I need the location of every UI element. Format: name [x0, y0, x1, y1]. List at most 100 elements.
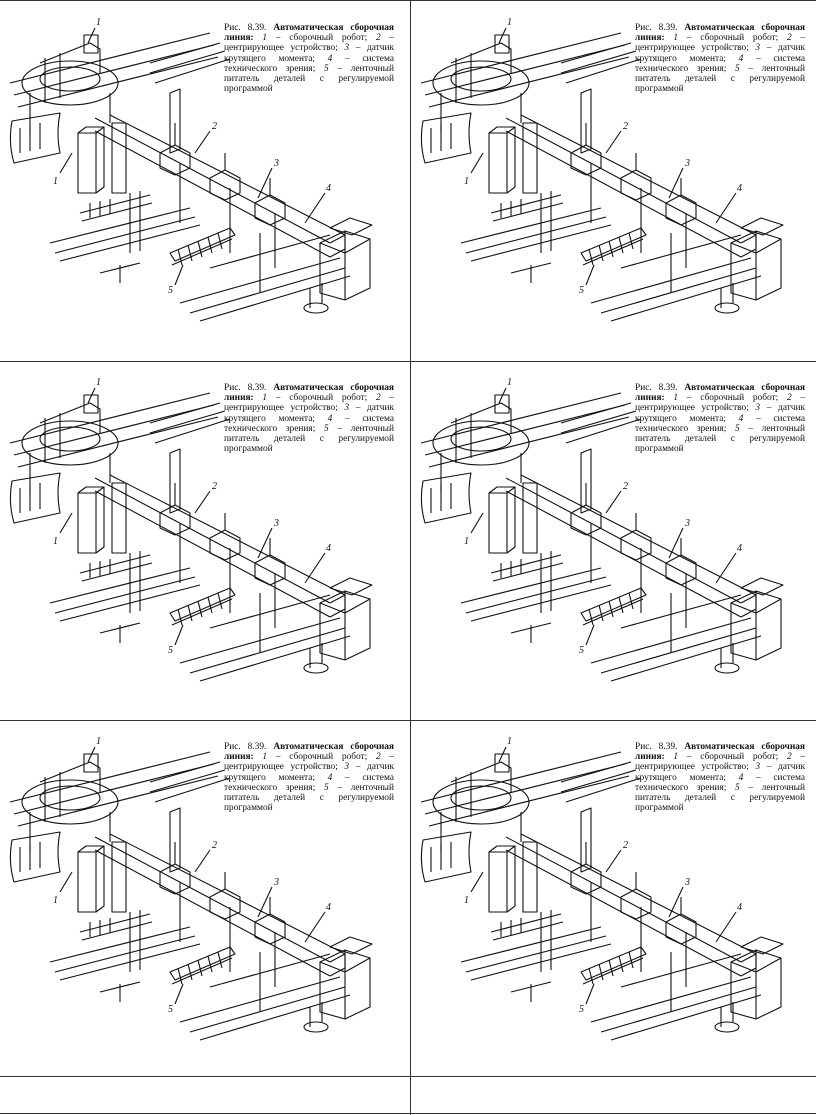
callout-2: 2: [623, 121, 628, 132]
callout-3: 3: [684, 877, 690, 888]
legend-item-4: 4 – система технического зрения;: [224, 772, 394, 793]
grid-rule-row3: [0, 1076, 816, 1077]
callout-4: 4: [326, 183, 331, 194]
callout-3: 3: [684, 518, 690, 529]
legend-item-3: 3 – датчик крутящего момента;: [224, 403, 395, 424]
callout-labels: 1 1 2 3 4 5: [53, 736, 331, 1015]
callout-4: 4: [326, 902, 331, 913]
callout-2: 2: [212, 121, 217, 132]
grid-rule-bottom: [0, 1113, 816, 1114]
legend-item-1: 1 – сборочный робот;: [262, 393, 368, 404]
callout-1-top: 1: [507, 736, 512, 747]
legend-item-3: 3 – датчик крутящего момента;: [224, 43, 395, 64]
cell-4: 1 1 2 3 4 5 Рис. 8.39. Автоматическая сб…: [411, 363, 816, 719]
caption-title: Автоматическая сборочная линия:: [635, 23, 805, 44]
legend-item-3: 3 – датчик крутящего момента;: [635, 43, 806, 64]
callout-5: 5: [579, 285, 584, 296]
callout-3: 3: [273, 158, 279, 169]
assembly-line-drawing: 1 1 2 3 4 5: [420, 17, 784, 322]
drawing-linework: [420, 746, 784, 1041]
callout-3: 3: [273, 518, 279, 529]
callout-1-top: 1: [507, 17, 512, 28]
drawing-linework: [9, 27, 373, 322]
callout-labels: 1 1 2 3 4 5: [464, 17, 742, 296]
callout-4: 4: [737, 183, 742, 194]
legend-item-1: 1 – сборочный робот;: [262, 33, 368, 44]
grid-rule-row1: [0, 361, 816, 362]
callout-5: 5: [168, 1004, 173, 1015]
legend-item-5: 5 – ленточный питатель деталей с регулир…: [224, 63, 395, 95]
legend-item-4: 4 – система технического зрения;: [224, 53, 394, 74]
callout-2: 2: [623, 840, 628, 851]
callout-2: 2: [212, 840, 217, 851]
callout-1-top: 1: [507, 377, 512, 388]
caption-title: Автоматическая сборочная линия:: [635, 383, 805, 404]
callout-4: 4: [737, 902, 742, 913]
cell-2: 1 1 2 3 4 5 Рис. 8.39. Автоматическая сб…: [411, 3, 816, 359]
callout-5: 5: [168, 285, 173, 296]
assembly-line-drawing: 1 1 2 3 4 5: [420, 377, 784, 682]
assembly-line-drawing: 1 1 2 3 4 5: [9, 17, 373, 322]
callout-1-top: 1: [96, 17, 101, 28]
caption-title: Автоматическая сборочная линия:: [224, 383, 394, 404]
cell-6: 1 1 2 3 4 5 Рис. 8.39. Автоматическая сб…: [411, 722, 816, 1078]
callout-labels: 1 1 2 3 4 5: [464, 377, 742, 656]
cell-3: 1 1 2 3 4 5 Рис. 8.39. Автоматическая сб…: [0, 363, 410, 719]
legend-item-2: 2 – центрирующее устройство;: [224, 33, 395, 54]
drawing-linework: [9, 746, 373, 1041]
legend-item-3: 3 – датчик крутящего момента;: [224, 762, 395, 783]
legend-item-1: 1 – сборочный робот;: [673, 393, 779, 404]
cell-1: 1 1 2 3 4 5 Рис. 8.39. Автоматическая сб…: [0, 3, 410, 359]
callout-4: 4: [326, 543, 331, 554]
legend-item-4: 4 – система технического зрения;: [635, 772, 805, 793]
legend-item-3: 3 – датчик крутящего момента;: [635, 403, 806, 424]
grid-rule-top: [0, 0, 816, 1]
legend-item-1: 1 – сборочный робот;: [673, 33, 779, 44]
callout-1-top: 1: [96, 736, 101, 747]
callout-2: 2: [212, 481, 217, 492]
callout-1-left: 1: [464, 536, 469, 547]
callout-5: 5: [168, 645, 173, 656]
callout-labels: 1 1 2 3 4 5: [53, 377, 331, 656]
callout-1-left: 1: [464, 176, 469, 187]
legend-item-5: 5 – ленточный питатель деталей с регулир…: [635, 63, 806, 95]
drawing-linework: [9, 387, 373, 682]
callout-1-top: 1: [96, 377, 101, 388]
legend-item-2: 2 – центрирующее устройство;: [635, 752, 806, 773]
figure-caption: Рис. 8.39. Автоматическая сборочная лини…: [635, 23, 805, 94]
legend-item-4: 4 – система технического зрения;: [635, 413, 805, 434]
grid-rule-center: [410, 0, 411, 1115]
legend-item-5: 5 – ленточный питатель деталей с регулир…: [635, 423, 806, 455]
callout-1-left: 1: [464, 895, 469, 906]
legend-item-4: 4 – система технического зрения;: [224, 413, 394, 434]
callout-5: 5: [579, 645, 584, 656]
assembly-line-drawing: 1 1 2 3 4 5: [420, 736, 784, 1041]
callout-1-left: 1: [53, 536, 58, 547]
callout-2: 2: [623, 481, 628, 492]
caption-title: Автоматическая сборочная линия:: [635, 742, 805, 763]
figure-caption: Рис. 8.39. Автоматическая сборочная лини…: [224, 742, 394, 813]
legend-item-1: 1 – сборочный робот;: [262, 752, 368, 763]
legend-item-4: 4 – система технического зрения;: [635, 53, 805, 74]
callout-4: 4: [737, 543, 742, 554]
callout-1-left: 1: [53, 895, 58, 906]
legend-item-5: 5 – ленточный питатель деталей с регулир…: [224, 782, 395, 814]
callout-labels: 1 1 2 3 4 5: [464, 736, 742, 1015]
caption-label: Рис. 8.39.: [224, 383, 267, 393]
drawing-linework: [420, 387, 784, 682]
legend-item-2: 2 – центрирующее устройство;: [635, 393, 806, 414]
legend-item-2: 2 – центрирующее устройство;: [224, 752, 395, 773]
caption-title: Автоматическая сборочная линия:: [224, 742, 394, 763]
caption-label: Рис. 8.39.: [635, 23, 678, 33]
legend-item-1: 1 – сборочный робот;: [673, 752, 779, 763]
legend-item-3: 3 – датчик крутящего момента;: [635, 762, 806, 783]
caption-label: Рис. 8.39.: [635, 383, 678, 393]
figure-caption: Рис. 8.39. Автоматическая сборочная лини…: [635, 383, 805, 454]
figure-caption: Рис. 8.39. Автоматическая сборочная лини…: [635, 742, 805, 813]
callout-3: 3: [684, 158, 690, 169]
caption-title: Автоматическая сборочная линия:: [224, 23, 394, 44]
legend-item-5: 5 – ленточный питатель деталей с регулир…: [224, 423, 395, 455]
caption-label: Рис. 8.39.: [224, 742, 267, 752]
assembly-line-drawing: 1 1 2 3 4 5: [9, 377, 373, 682]
